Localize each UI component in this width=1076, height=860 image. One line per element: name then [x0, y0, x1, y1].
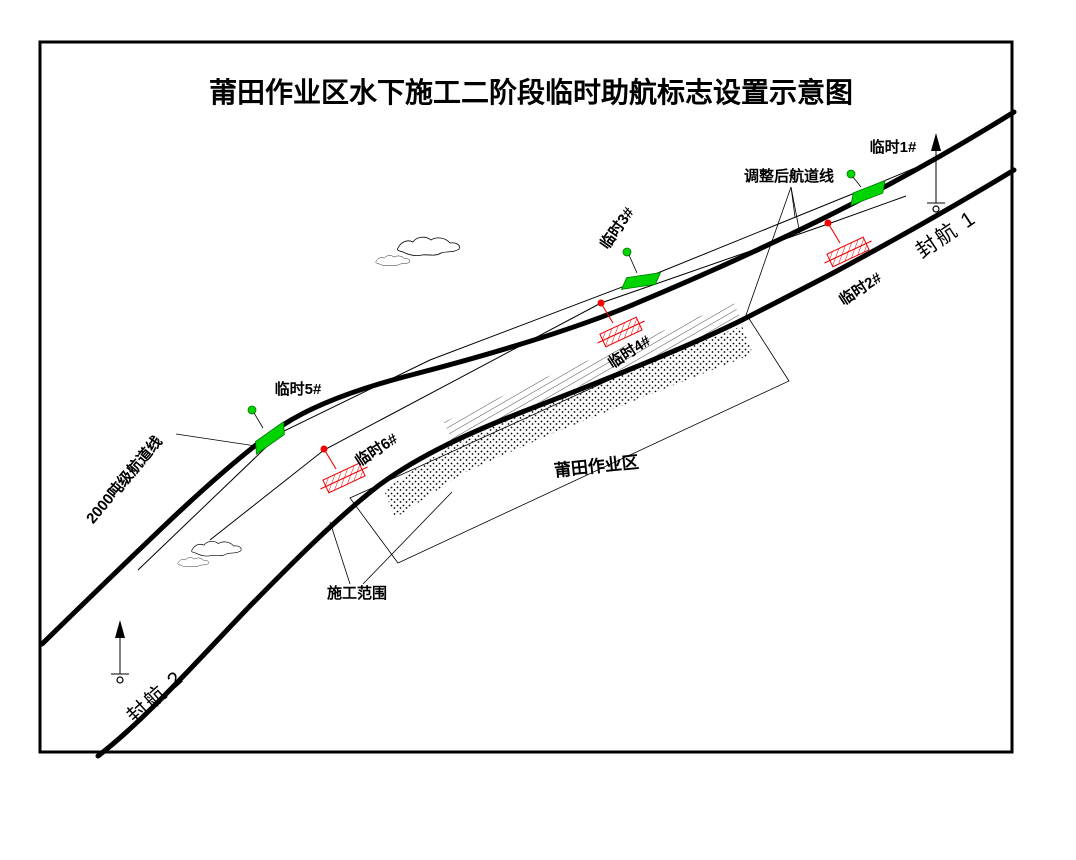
buoy-hull: [850, 179, 886, 207]
channel-line-lower: [95, 167, 1017, 759]
red-beacon-temp6: [320, 445, 368, 494]
arrowhead-icon: [931, 133, 941, 151]
direction-arrow-bottom: [111, 620, 129, 684]
leader-adjusted-channel: [744, 186, 792, 319]
beacon-stem: [323, 448, 337, 470]
green-buoy-temp3: [620, 247, 662, 290]
drawing-frame: [38, 40, 1014, 754]
beacon-axis: [320, 466, 368, 490]
label-temp2: 临时2#: [836, 268, 886, 309]
label-adjusted-channel: 调整后航道线: [744, 167, 834, 185]
channel-line-upper: [39, 109, 1017, 647]
arrowhead-icon: [115, 620, 125, 638]
green-buoy-temp5: [247, 405, 285, 456]
beacon-stem: [600, 302, 614, 324]
buoy-stem: [852, 176, 862, 188]
cloud-shape: [191, 540, 242, 557]
beacon-axis: [824, 240, 872, 264]
beacon-axis: [597, 320, 645, 344]
leader-construction-scope: [362, 491, 453, 585]
buoy-topmark: [846, 169, 856, 179]
buoy-stem: [628, 254, 638, 274]
label-temp3: 临时3#: [596, 203, 638, 252]
label-construction-scope: 施工范围: [327, 584, 387, 602]
dredge-slope-hatch: [444, 303, 742, 441]
buoy-topmark: [622, 247, 632, 257]
leader-construction-scope: [329, 521, 351, 585]
cloud-shape: [396, 236, 460, 257]
label-work-area: 莆田作业区: [553, 452, 640, 481]
work-area-stipple: [384, 326, 753, 518]
leader-adjusted-channel: [790, 186, 801, 235]
label-closed-channel-2: 封航 2: [123, 666, 189, 728]
arrow-base-circle: [932, 205, 940, 213]
leader-channel-2000t: [175, 433, 257, 447]
green-buoy-temp1: [846, 169, 886, 207]
label-temp1: 临时1#: [870, 138, 917, 156]
label-temp6: 临时6#: [352, 429, 402, 470]
cloud-shape: [375, 255, 411, 266]
beacon-stem: [827, 222, 841, 244]
label-closed-channel-1: 封航 1: [912, 206, 981, 263]
arrow-base-circle: [116, 676, 124, 684]
label-channel-2000t: 2000吨级航道线: [82, 432, 165, 527]
buoy-hull: [620, 272, 662, 290]
cloud-shape: [177, 557, 209, 568]
drawing-title: 莆田作业区水下施工二阶段临时助航标志设置示意图: [209, 76, 853, 108]
buoy-topmark: [247, 405, 257, 415]
buoy-hull: [255, 420, 285, 456]
direction-arrow-top: [927, 133, 945, 213]
red-beacon-temp2: [824, 219, 872, 268]
red-beacon-temp4: [597, 299, 645, 348]
buoy-stem: [253, 412, 264, 429]
label-temp5: 临时5#: [275, 380, 322, 398]
